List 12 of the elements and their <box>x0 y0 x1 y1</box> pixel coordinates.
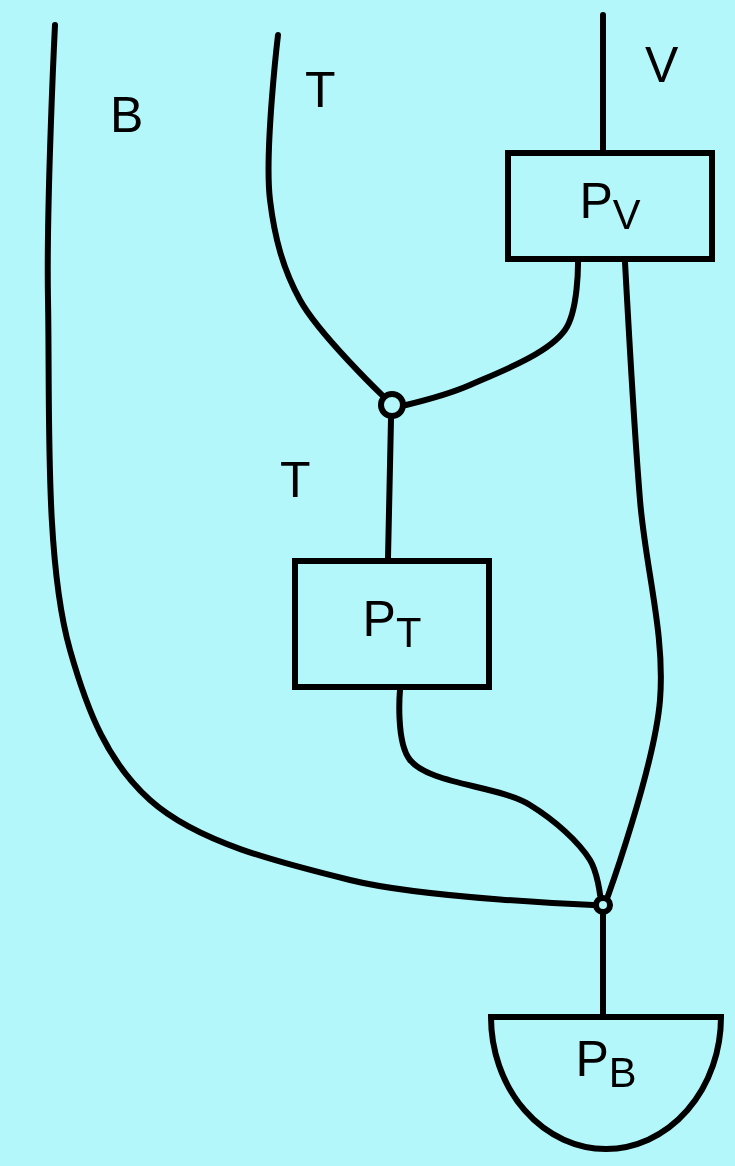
box-label: P$_{T}$ <box>362 594 422 654</box>
wire <box>600 912 606 1017</box>
box-label: P$_{V}$ <box>579 176 641 236</box>
box-label: P$_{B}$ <box>575 1034 637 1094</box>
process-box <box>292 558 492 690</box>
wire <box>265 32 386 399</box>
junction-circle <box>378 391 406 419</box>
semicircle-box <box>488 1014 724 1152</box>
wire <box>600 12 606 153</box>
wire <box>44 22 596 908</box>
junction-circle <box>593 895 613 915</box>
process-box <box>505 150 715 262</box>
